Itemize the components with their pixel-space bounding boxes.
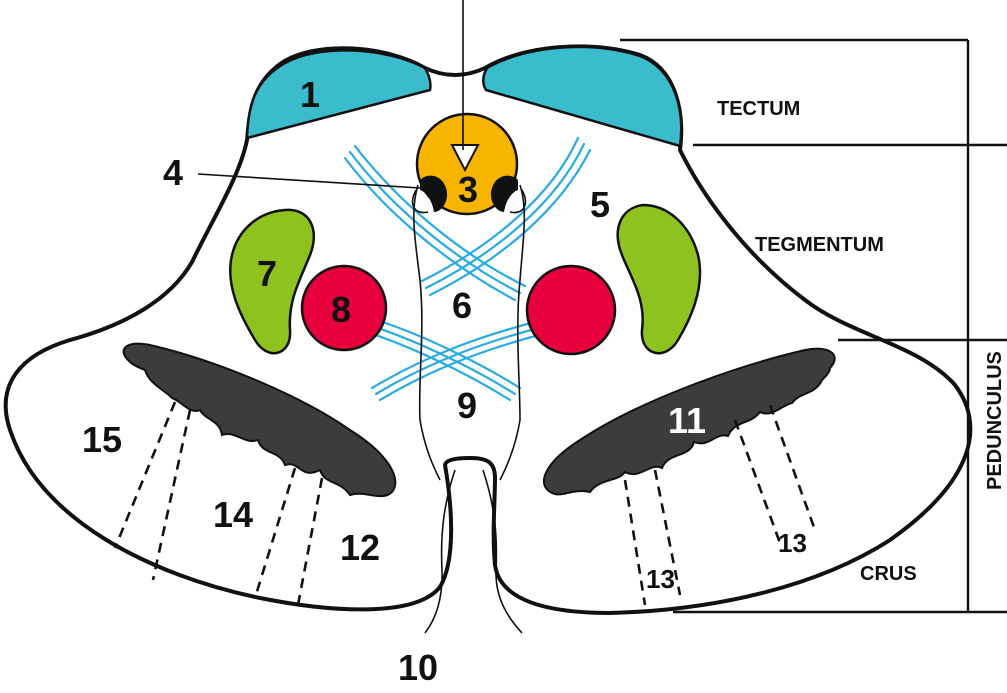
label-13-right: 13 <box>778 528 807 558</box>
label-13-left: 13 <box>646 564 675 594</box>
label-5: 5 <box>590 184 610 225</box>
label-3: 3 <box>458 169 478 210</box>
label-10: 10 <box>398 647 438 688</box>
label-15: 15 <box>82 419 122 460</box>
label-tegmentum: TEGMENTUM <box>755 234 884 256</box>
label-14: 14 <box>213 494 253 535</box>
red-nucleus-right <box>527 266 615 354</box>
label-pedunculus: PEDUNCULUS <box>984 351 1006 490</box>
label-11: 11 <box>668 400 706 441</box>
label-9: 9 <box>457 385 477 426</box>
label-8: 8 <box>331 289 351 330</box>
label-6: 6 <box>452 285 472 326</box>
label-7: 7 <box>257 253 277 294</box>
label-crus: CRUS <box>860 563 917 585</box>
label-1: 1 <box>300 74 320 115</box>
label-tectum: TECTUM <box>717 98 800 120</box>
label-12: 12 <box>340 527 380 568</box>
label-4: 4 <box>163 152 183 193</box>
